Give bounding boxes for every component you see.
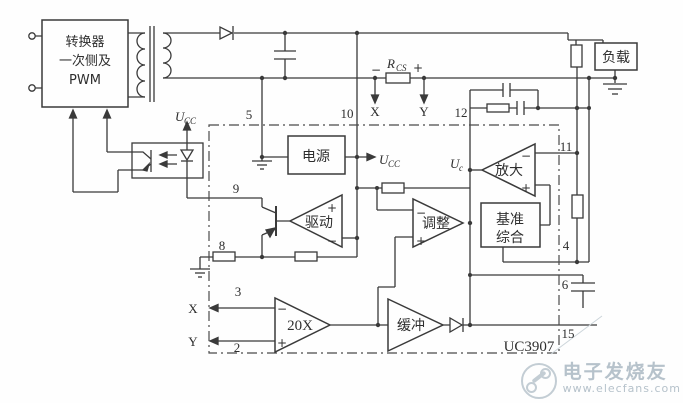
capacitor-icon — [274, 50, 296, 60]
y-out-label: Y — [188, 334, 198, 349]
rcs-label: R — [386, 56, 395, 71]
gain-label: 20X — [287, 318, 313, 334]
pin-5: 5 — [246, 107, 253, 122]
arrow-ucc-icon — [366, 152, 377, 162]
watermark-url: www.elecfans.com — [562, 382, 681, 396]
watermark-line — [550, 315, 603, 355]
pin-12: 12 — [455, 105, 468, 120]
buffer-amp — [387, 297, 445, 353]
transistor-icon — [264, 206, 277, 239]
arrow-fb-right-icon — [102, 108, 112, 119]
resistor-comp — [486, 103, 510, 113]
gain-minus-sign: − — [277, 302, 287, 316]
converter-label-1: 转换器 — [65, 35, 104, 50]
amplify-minus-sign: − — [521, 149, 531, 163]
junction-dots — [259, 30, 618, 328]
uc-label: U — [450, 156, 461, 171]
capacitor-pin6 — [571, 282, 595, 292]
converter-label-2: 一次侧及 — [59, 53, 111, 69]
reference-label-1: 基准 — [496, 211, 524, 228]
rcs-plus-sign: + — [413, 61, 423, 75]
rcs-minus-sign: − — [371, 63, 381, 77]
load-box — [594, 42, 638, 71]
ucc-power-label: U — [379, 152, 390, 167]
ground-icon — [190, 268, 210, 278]
diode-buffer-icon — [449, 316, 464, 334]
arrow-y-out-icon — [208, 336, 219, 346]
ic-boundary — [208, 124, 560, 354]
ground-icon — [603, 83, 627, 95]
pin-3: 3 — [235, 284, 242, 299]
amplify-amp — [480, 142, 536, 198]
capacitor-comp-top — [502, 83, 511, 97]
rcs-label-sub: CS — [396, 63, 407, 73]
gain-plus-sign: + — [277, 336, 287, 350]
power-box — [287, 135, 346, 175]
resistor-pin8-left — [212, 251, 236, 262]
gain-amp — [274, 296, 332, 354]
y-rail-label: Y — [419, 104, 429, 119]
pin-10: 10 — [341, 106, 354, 121]
converter-label-3: PWM — [69, 73, 101, 88]
pin-9: 9 — [233, 181, 240, 196]
adjust-amp — [412, 197, 465, 249]
component-symbols — [28, 25, 627, 346]
capacitor-comp-series — [516, 101, 525, 115]
arrow-x-down-icon — [370, 94, 380, 105]
reference-box — [480, 202, 541, 248]
buffer-label: 缓冲 — [397, 318, 425, 334]
resistor-pin8-right — [294, 251, 318, 262]
drive-amp — [288, 193, 343, 249]
arrow-ucc-opto-icon — [182, 120, 192, 131]
resistor-rcs — [385, 72, 411, 84]
watermark: 电子发烧友 www.elecfans.com — [519, 359, 681, 399]
pin-6: 6 — [562, 277, 569, 292]
amplify-plus-sign: + — [521, 181, 531, 195]
resistor-pullup — [381, 182, 405, 194]
chip-label: UC3907 — [504, 339, 555, 355]
pin-8: 8 — [219, 238, 226, 253]
drive-label: 驱动 — [305, 215, 333, 231]
ucc-opto-label-sub: CC — [184, 116, 197, 126]
load-label: 负载 — [602, 50, 630, 66]
amplify-label: 放大 — [495, 163, 523, 179]
reference-label-2: 综合 — [496, 230, 524, 246]
terminal-icon — [28, 84, 36, 92]
resistor-divider-top — [570, 44, 583, 68]
resistor-divider-bottom — [571, 194, 584, 219]
blocks — [41, 19, 638, 354]
elecfans-logo-icon — [519, 359, 557, 399]
uc-label-sub: c — [459, 163, 463, 173]
ground-icon — [252, 160, 272, 170]
arrow-y-down-icon — [419, 94, 429, 105]
drive-plus-sign: + — [327, 201, 337, 215]
converter-box — [41, 19, 129, 108]
arrow-fb-left-icon — [68, 108, 78, 119]
adjust-plus-sign: + — [416, 234, 426, 248]
pin-4: 4 — [563, 238, 570, 253]
drive-minus-sign: − — [327, 234, 337, 248]
diode-icon — [219, 25, 234, 41]
power-label: 电源 — [302, 149, 330, 165]
ucc-power-label-sub: CC — [388, 159, 401, 169]
arrow-x-out-icon — [208, 303, 219, 313]
ucc-opto-label: U — [175, 109, 186, 124]
x-out-label: X — [188, 301, 198, 316]
adjust-minus-sign: − — [416, 206, 426, 220]
pin-15: 15 — [562, 326, 575, 341]
pin-2: 2 — [234, 340, 241, 355]
transformer-icon — [136, 26, 172, 102]
watermark-brand: 电子发烧友 — [562, 361, 668, 384]
pin-11: 11 — [560, 139, 573, 154]
x-rail-label: X — [370, 104, 380, 119]
terminal-icon — [28, 32, 36, 40]
optocoupler-icon — [131, 142, 204, 179]
adjust-label: 调整 — [422, 216, 450, 232]
